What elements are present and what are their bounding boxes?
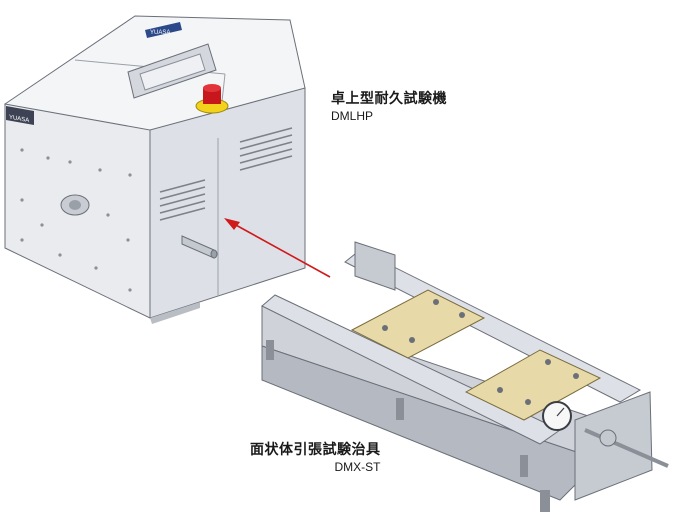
arrow-head-icon <box>224 218 240 230</box>
tensile-test-jig <box>261 241 669 512</box>
front-side-plate-text: YUASA <box>9 115 30 125</box>
dial-gauge-icon <box>542 401 572 431</box>
emergency-stop-button <box>195 84 229 114</box>
jig-end-block-left <box>354 241 396 291</box>
tester-side-face <box>149 87 306 319</box>
front-bolt-holes <box>20 148 132 292</box>
jig-clamp-plate-right <box>464 349 602 421</box>
tester-name: 卓上型耐久試験機 <box>331 91 447 107</box>
jig-label: 面状体引張試験治具 DMX-ST <box>250 442 381 475</box>
durability-tester: YUASA YUASA <box>3 15 306 324</box>
brand-badge <box>145 22 182 38</box>
jig-end-block-right <box>574 391 653 501</box>
side-vent-slots <box>159 127 293 221</box>
jig-feet <box>266 340 550 512</box>
tester-model: DMLHP <box>331 108 374 123</box>
jig-model: DMX-ST <box>334 459 381 474</box>
tester-label: 卓上型耐久試験機 DMLHP <box>331 91 447 124</box>
tester-output-shaft <box>181 235 218 259</box>
jig-clamp-plate-left <box>350 289 486 359</box>
jig-upper-rail-front <box>261 294 561 445</box>
brand-badge-text: YUASA <box>150 30 170 36</box>
display-screen <box>139 53 206 91</box>
jig-push-rod <box>584 428 669 468</box>
connection-arrow <box>224 218 331 278</box>
jig-name: 面状体引張試験治具 <box>250 442 381 458</box>
front-side-plate <box>6 106 34 125</box>
